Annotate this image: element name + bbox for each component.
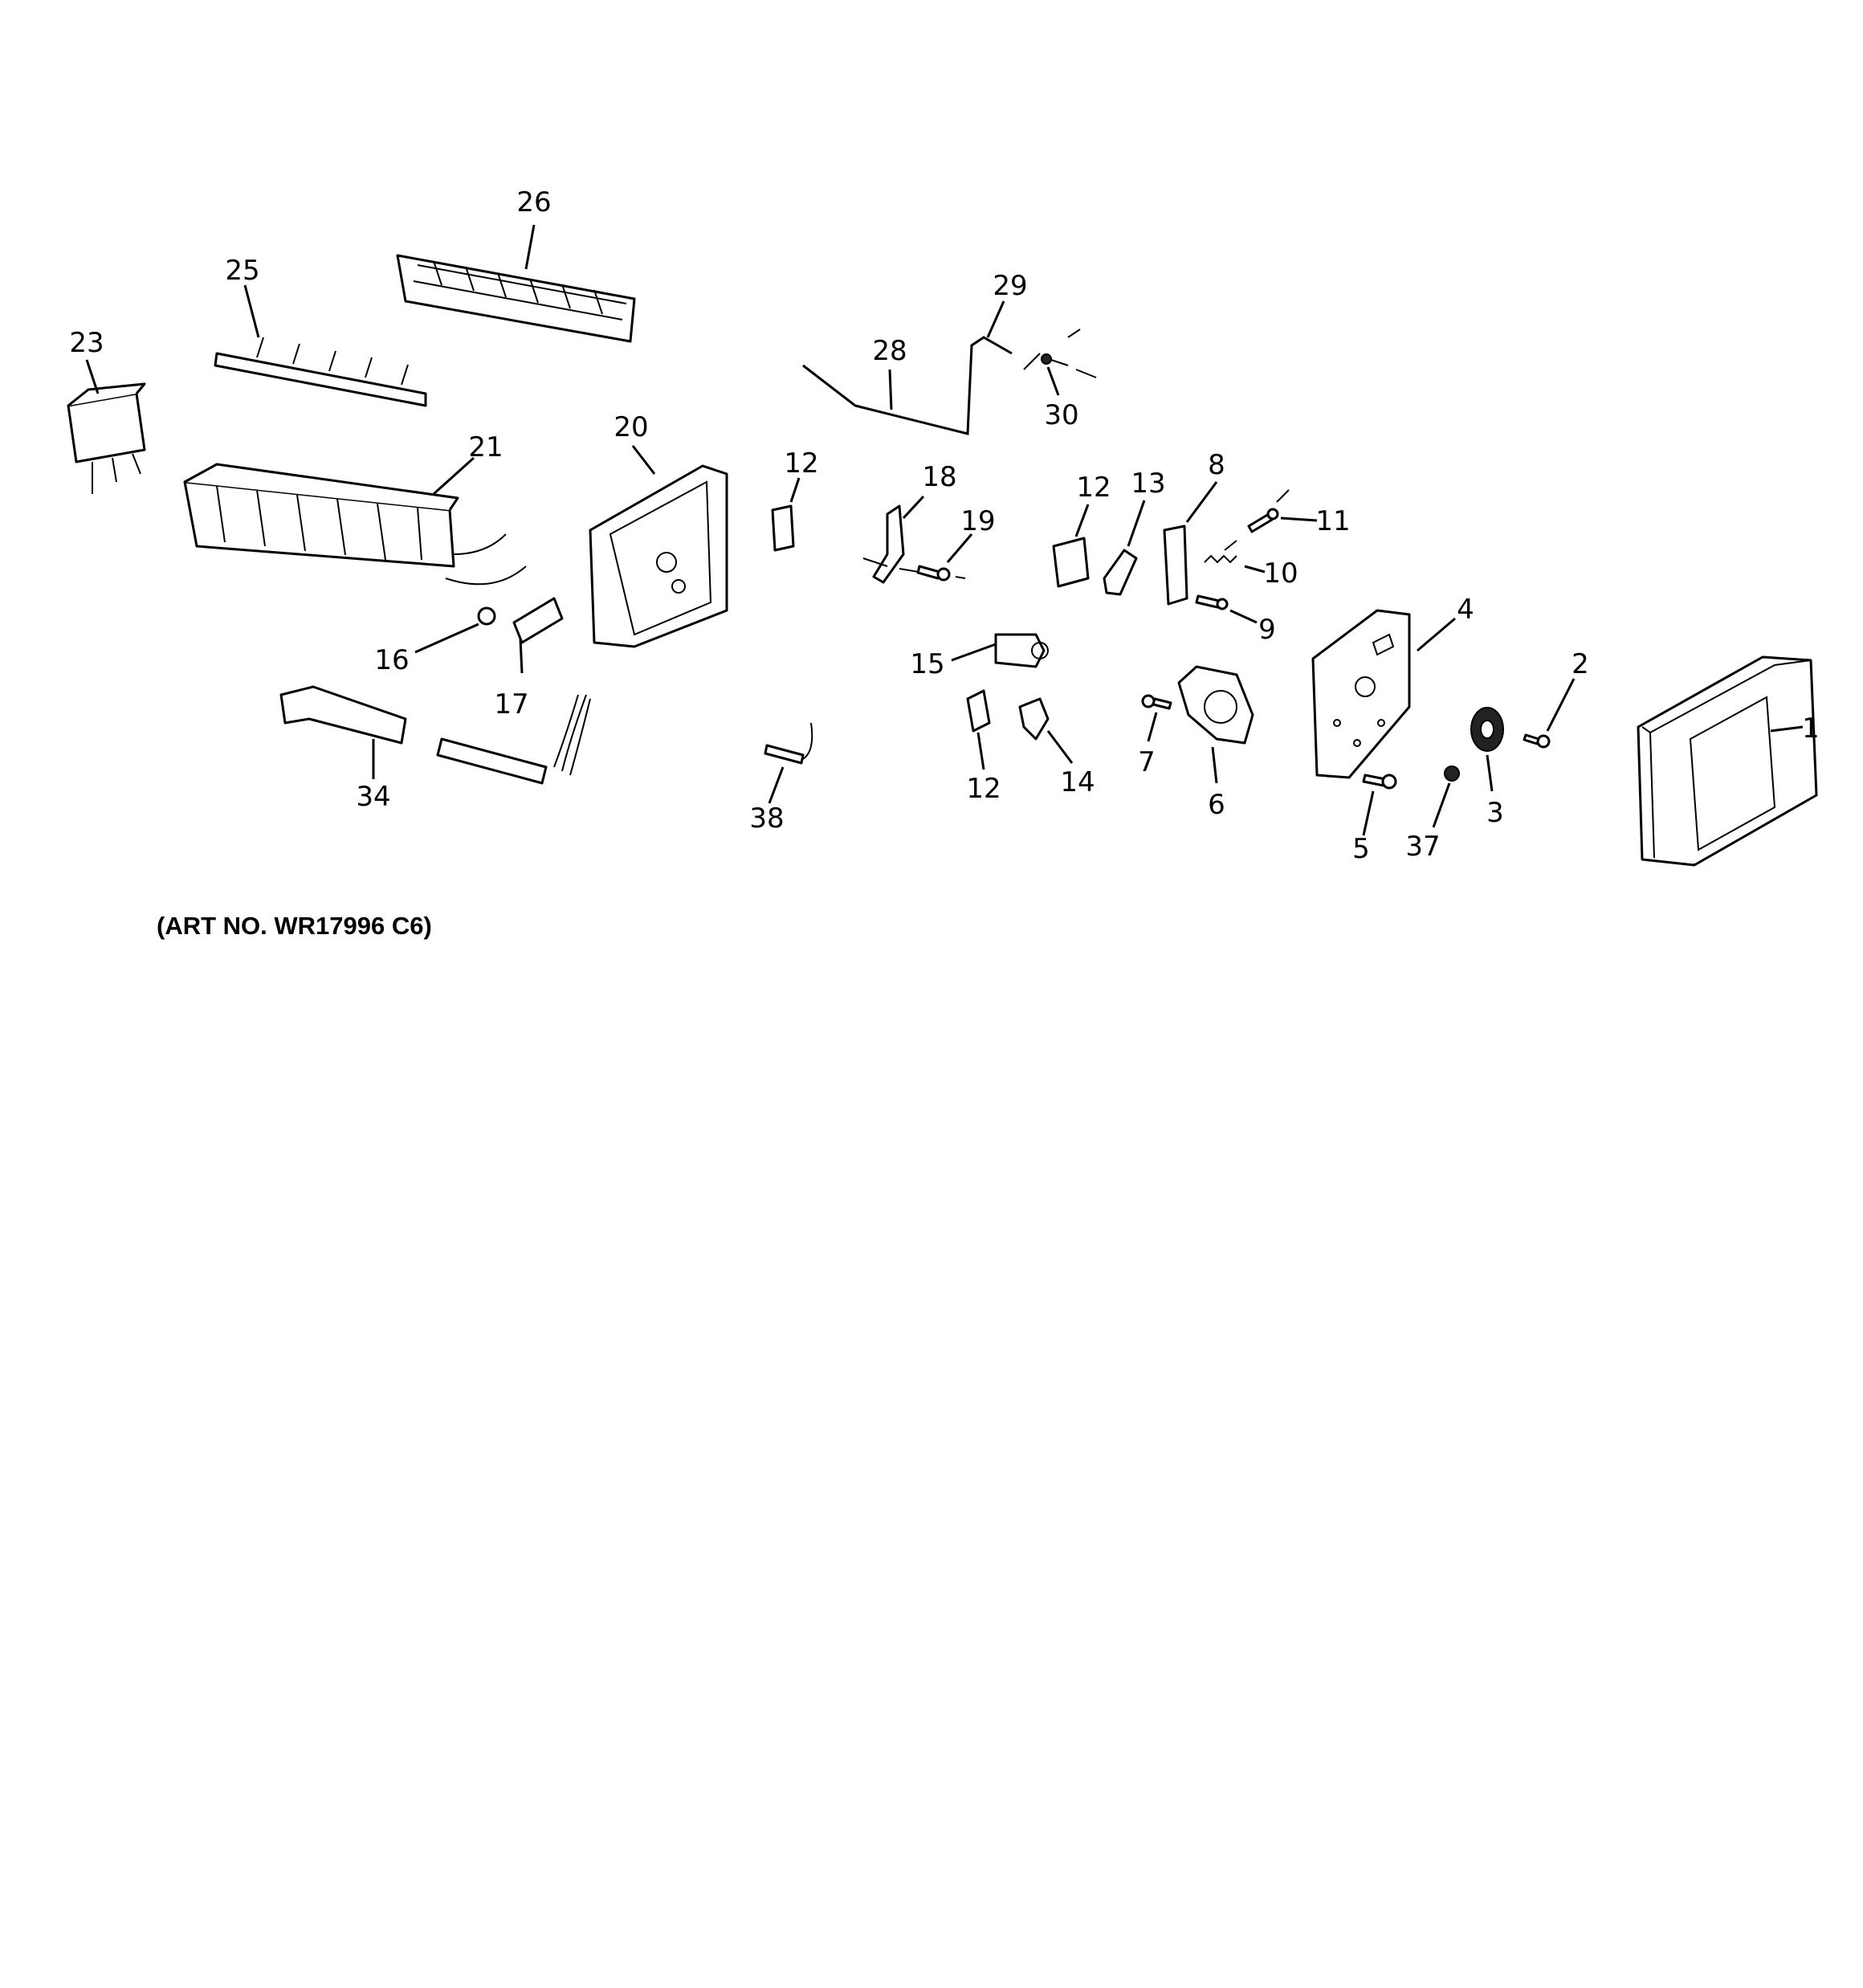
part-38 bbox=[764, 722, 813, 804]
part-13-plate bbox=[1103, 500, 1146, 596]
part-12-switch-c bbox=[966, 689, 991, 770]
part-19-screw bbox=[916, 533, 973, 582]
part-37-nut bbox=[1432, 765, 1460, 828]
callout-29: 29 bbox=[993, 270, 1027, 302]
part-8-bracket bbox=[1163, 481, 1218, 606]
callout-2: 2 bbox=[1572, 648, 1589, 680]
callout-14: 14 bbox=[1060, 766, 1095, 798]
part-12-switch-a bbox=[771, 477, 801, 552]
part-14-clip bbox=[1018, 697, 1074, 764]
part-17 bbox=[512, 597, 564, 674]
part-15-thermostat bbox=[951, 633, 1049, 668]
callout-38: 38 bbox=[749, 802, 784, 835]
callout-12-b: 12 bbox=[1076, 471, 1111, 504]
callout-19: 19 bbox=[960, 505, 995, 537]
part-16 bbox=[414, 606, 496, 654]
callout-16: 16 bbox=[374, 644, 409, 676]
callout-5: 5 bbox=[1352, 833, 1370, 865]
part-5-screw bbox=[1362, 774, 1397, 836]
callout-20: 20 bbox=[614, 411, 648, 443]
part-18-lever bbox=[862, 495, 925, 584]
part-6-motor bbox=[1177, 665, 1254, 784]
part-3-gear bbox=[1470, 707, 1504, 792]
callout-8: 8 bbox=[1208, 449, 1225, 481]
callout-25: 25 bbox=[225, 255, 259, 287]
callout-21: 21 bbox=[468, 431, 503, 463]
callout-7: 7 bbox=[1138, 746, 1156, 778]
part-2-screw bbox=[1523, 678, 1576, 749]
callout-28: 28 bbox=[872, 335, 907, 367]
part-28-shutoff-arm bbox=[802, 300, 1097, 435]
part-34-fill-tube bbox=[279, 685, 407, 779]
part-wire-harness bbox=[436, 694, 591, 785]
part-20-housing bbox=[589, 445, 728, 648]
callout-11: 11 bbox=[1315, 505, 1350, 537]
part-25-ejector bbox=[214, 284, 427, 407]
part-1-front-cover bbox=[1637, 655, 1818, 867]
part-26-stripper bbox=[396, 224, 636, 343]
callout-12-a: 12 bbox=[784, 447, 818, 480]
part-21-mold bbox=[183, 456, 527, 586]
callout-13: 13 bbox=[1131, 467, 1165, 500]
part-12-switch-b bbox=[1052, 504, 1090, 588]
part-10-spring bbox=[1204, 540, 1266, 574]
callout-15: 15 bbox=[910, 648, 944, 680]
callout-37: 37 bbox=[1405, 831, 1440, 863]
callout-3: 3 bbox=[1486, 797, 1504, 829]
callout-23: 23 bbox=[69, 327, 104, 359]
callout-12-c: 12 bbox=[966, 773, 1001, 805]
part-11-screw bbox=[1247, 489, 1318, 533]
callout-18: 18 bbox=[922, 461, 956, 493]
callout-30: 30 bbox=[1044, 399, 1078, 431]
callout-17: 17 bbox=[494, 688, 528, 720]
part-7-screw bbox=[1141, 694, 1172, 742]
callout-34: 34 bbox=[356, 781, 390, 813]
part-9-screw bbox=[1195, 594, 1258, 624]
art-number-label: (ART NO. WR17996 C6) bbox=[157, 912, 432, 940]
callout-9: 9 bbox=[1258, 614, 1276, 646]
part-23-cover bbox=[67, 359, 146, 494]
callout-26: 26 bbox=[516, 186, 551, 218]
part-4-mounting-plate bbox=[1311, 609, 1456, 779]
callout-1: 1 bbox=[1802, 712, 1820, 745]
callout-10: 10 bbox=[1263, 557, 1298, 590]
callout-6: 6 bbox=[1208, 789, 1225, 821]
callout-4: 4 bbox=[1457, 594, 1474, 626]
